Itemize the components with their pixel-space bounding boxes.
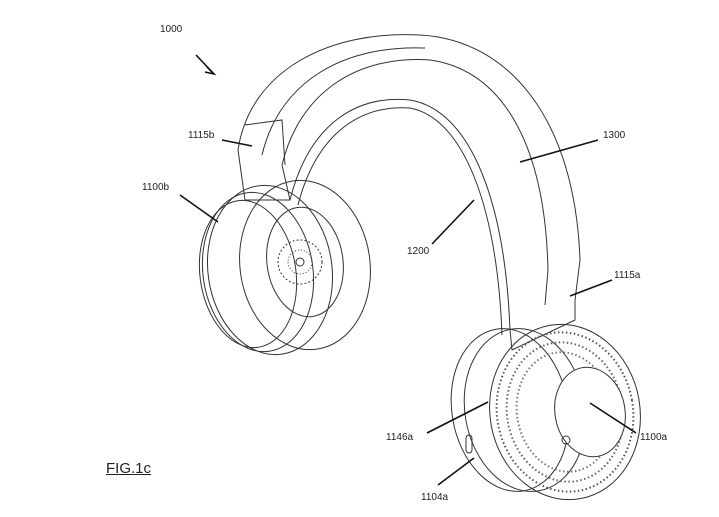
- label-1200: 1200: [407, 246, 430, 257]
- label-1115b: 1115b: [188, 130, 215, 141]
- earcup-a-grille: [489, 323, 641, 501]
- label-1100a: 1100a: [640, 432, 668, 443]
- label-1146a: 1146a: [386, 432, 414, 443]
- earcup-b-outer: [206, 184, 334, 356]
- label-1000: 1000: [160, 24, 183, 35]
- inner-band: [289, 98, 511, 331]
- earcup-b-cushion: [239, 179, 371, 351]
- figure-title: FIG.1c: [106, 460, 152, 477]
- headband: [237, 34, 581, 301]
- label-1115a: 1115a: [614, 270, 641, 281]
- button-a: [465, 434, 473, 454]
- label-1104a: 1104a: [421, 492, 449, 503]
- label-1100b: 1100b: [142, 182, 170, 193]
- label-1300: 1300: [603, 130, 626, 141]
- driver-b: [277, 239, 323, 285]
- earcup-a-cap: [554, 366, 626, 458]
